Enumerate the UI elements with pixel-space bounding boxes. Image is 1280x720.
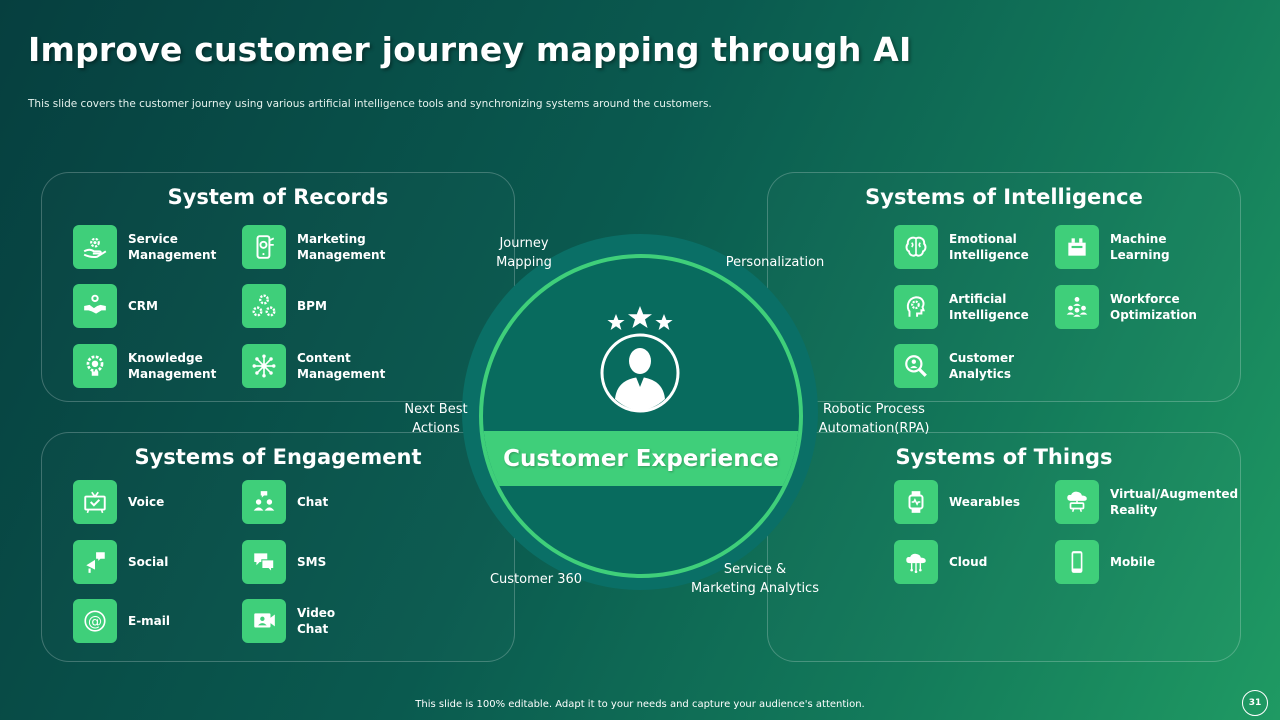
item-service-management: Service Management (73, 225, 216, 269)
item-label: Customer Analytics (949, 351, 1015, 381)
customer-experience-label: Customer Experience (503, 445, 779, 472)
item-label: Knowledge Management (128, 351, 217, 381)
gears-icon (242, 284, 286, 328)
item-sms: SMS (242, 540, 326, 584)
panel-title-engagement: Systems of Engagement (134, 445, 422, 469)
item-crm: CRM (73, 284, 158, 328)
phone-gear-icon (242, 225, 286, 269)
panel-systems-of-engagement: Systems of Engagement (41, 432, 515, 662)
customer-experience-band: Customer Experience (483, 431, 799, 486)
chat-people-icon (242, 480, 286, 524)
item-mobile: Mobile (1055, 540, 1155, 584)
item-label: CRM (128, 299, 158, 313)
item-video-chat: Video Chat (242, 599, 335, 643)
network-icon (242, 344, 286, 388)
cloud-vr-icon (1055, 480, 1099, 524)
brain-icon (894, 225, 938, 269)
team-icon (1055, 285, 1099, 329)
item-label: Chat (297, 495, 329, 509)
customer-experience-circle: Customer Experience (479, 254, 803, 578)
item-label: SMS (297, 555, 327, 569)
item-label: Video Chat (297, 606, 336, 636)
orbit-label-customer-360: Customer 360 (489, 572, 583, 587)
tv-voice-icon (73, 480, 117, 524)
item-email: @ E-mail (73, 599, 170, 643)
star-icon (607, 306, 673, 330)
item-customer-analytics: Customer Analytics (894, 344, 1014, 388)
watch-icon (894, 480, 938, 524)
item-chat: Chat (242, 480, 328, 524)
mobile-icon (1055, 540, 1099, 584)
item-label: Artificial Intelligence (949, 292, 1029, 322)
item-social: Social (73, 540, 168, 584)
panel-system-of-records: System of Records (41, 172, 515, 402)
item-label: Wearables (949, 495, 1021, 509)
item-bpm: BPM (242, 284, 327, 328)
orbit-label-personalization: Personalization (725, 255, 825, 270)
slide-subtitle: This slide covers the customer journey u… (28, 98, 712, 110)
item-label: Mobile (1110, 555, 1156, 569)
orbit-label-rpa: Robotic Process Automation(RPA) (818, 402, 930, 436)
handshake-icon (73, 284, 117, 328)
slide-title: Improve customer journey mapping through… (28, 30, 912, 69)
hand-gear-icon (73, 225, 117, 269)
item-label: Marketing Management (297, 232, 386, 262)
machine-icon (1055, 225, 1099, 269)
magnifier-person-icon (894, 344, 938, 388)
cloud-icon (894, 540, 938, 584)
item-machine-learning: Machine Learning (1055, 225, 1170, 269)
item-label: Workforce Optimization (1110, 292, 1197, 322)
panel-systems-of-intelligence: Systems of Intelligence (767, 172, 1241, 402)
item-label: Social (128, 555, 169, 569)
item-artificial-intelligence: Artificial Intelligence (894, 285, 1029, 329)
item-label: Content Management (297, 351, 386, 381)
panel-title-things: Systems of Things (895, 445, 1113, 469)
sms-icon (242, 540, 286, 584)
item-marketing-management: Marketing Management (242, 225, 385, 269)
person-icon (600, 333, 680, 413)
item-emotional-intelligence: Emotional Intelligence (894, 225, 1029, 269)
page-number: 31 (1242, 690, 1268, 716)
panel-title-intelligence: Systems of Intelligence (865, 185, 1143, 209)
orbit-label-journey-mapping: Journey Mapping (496, 236, 552, 270)
item-label: Cloud (949, 555, 988, 569)
item-label: Service Management (128, 232, 217, 262)
svg-text:@: @ (88, 614, 102, 630)
item-content-management: Content Management (242, 344, 385, 388)
item-voice: Voice (73, 480, 164, 524)
item-wearables: Wearables (894, 480, 1020, 524)
item-label: E-mail (128, 614, 171, 628)
item-label: Machine Learning (1110, 232, 1170, 262)
item-knowledge-management: Knowledge Management (73, 344, 216, 388)
footer-note: This slide is 100% editable. Adapt it to… (415, 699, 865, 710)
orbit-label-next-best-actions: Next Best Actions (404, 402, 468, 436)
video-chat-icon (242, 599, 286, 643)
item-cloud: Cloud (894, 540, 987, 584)
item-label: BPM (297, 299, 327, 313)
ai-head-icon (894, 285, 938, 329)
item-label: Virtual/Augmented Reality (1110, 487, 1239, 517)
megaphone-icon (73, 540, 117, 584)
orbit-label-service-marketing-analytics: Service & Marketing Analytics (691, 562, 819, 596)
item-label: Voice (128, 495, 165, 509)
item-workforce-optimization: Workforce Optimization (1055, 285, 1197, 329)
panel-title-records: System of Records (167, 185, 389, 209)
item-virtual-augmented-reality: Virtual/Augmented Reality (1055, 480, 1238, 524)
at-icon: @ (73, 599, 117, 643)
panel-systems-of-things: Systems of Things (767, 432, 1241, 662)
bulb-gear-icon (73, 344, 117, 388)
item-label: Emotional Intelligence (949, 232, 1029, 262)
